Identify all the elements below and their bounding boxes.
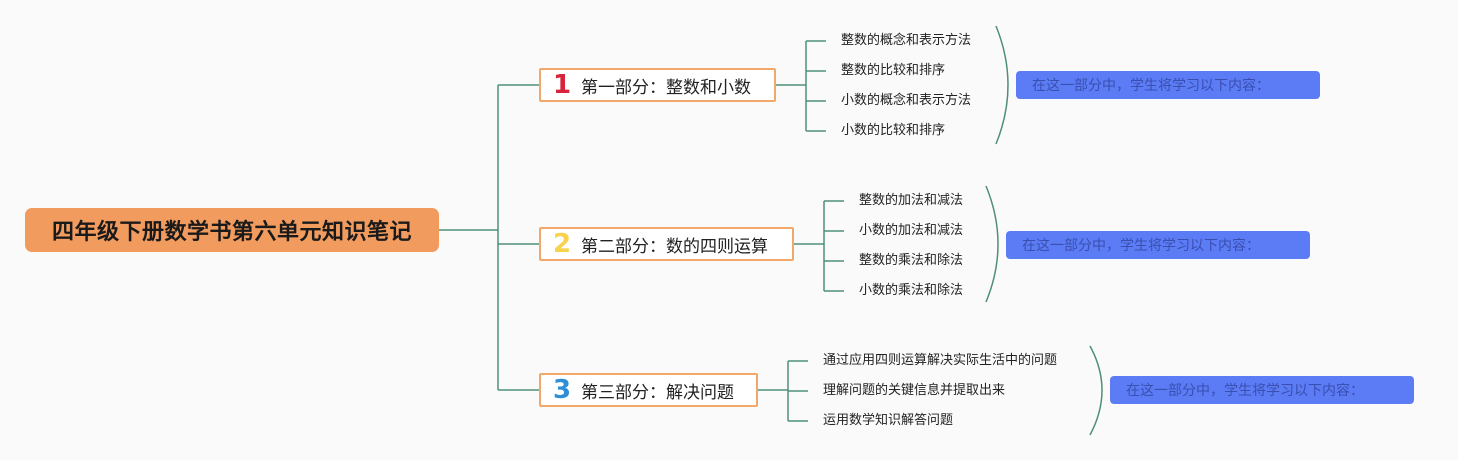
branch-2-leaf-3[interactable]: 整数的乘法和除法 <box>859 253 964 268</box>
root-title: 四年级下册数学书第六单元知识笔记 <box>51 220 412 245</box>
branch-1-summary[interactable]: 在这一部分中，学生将学习以下内容： <box>1016 71 1320 99</box>
branch-3-topic[interactable]: 3 第三部分：解决问题 <box>539 373 758 407</box>
branch-2-summary-text: 在这一部分中，学生将学习以下内容： <box>1022 238 1260 254</box>
root-topic[interactable]: 四年级下册数学书第六单元知识笔记 <box>25 208 439 252</box>
branch-3-title: 第三部分：解决问题 <box>581 382 734 403</box>
branch-3-leaf-3[interactable]: 运用数学知识解答问题 <box>823 413 954 428</box>
branch-2-title: 第二部分：数的四则运算 <box>581 236 768 257</box>
branch-3-summary[interactable]: 在这一部分中，学生将学习以下内容： <box>1110 376 1414 404</box>
number-3-icon: 3 <box>552 375 572 405</box>
branch-2-leaf-2[interactable]: 小数的加法和减法 <box>859 223 964 238</box>
branch-1-leaf-1[interactable]: 整数的概念和表示方法 <box>841 33 972 48</box>
branch-1-leaf-3[interactable]: 小数的概念和表示方法 <box>841 93 972 108</box>
number-2-icon: 2 <box>552 229 572 259</box>
branch-3-leaf-2[interactable]: 理解问题的关键信息并提取出来 <box>823 383 1006 398</box>
branch-1-summary-text: 在这一部分中，学生将学习以下内容： <box>1032 78 1270 94</box>
branch-1-leaf-2[interactable]: 整数的比较和排序 <box>841 63 946 78</box>
branch-1-topic[interactable]: 1 第一部分：整数和小数 <box>539 68 776 102</box>
branch-3-summary-text: 在这一部分中，学生将学习以下内容： <box>1126 383 1364 399</box>
number-1-icon: 1 <box>552 70 572 100</box>
branch-2-leaf-1[interactable]: 整数的加法和减法 <box>859 193 964 208</box>
branch-2-topic[interactable]: 2 第二部分：数的四则运算 <box>539 227 794 261</box>
branch-3-leaf-1[interactable]: 通过应用四则运算解决实际生活中的问题 <box>823 353 1058 368</box>
branch-2-leaf-4[interactable]: 小数的乘法和除法 <box>859 283 964 298</box>
branch-1-title: 第一部分：整数和小数 <box>581 77 751 98</box>
branch-1-leaf-4[interactable]: 小数的比较和排序 <box>841 123 946 138</box>
branch-2-summary[interactable]: 在这一部分中，学生将学习以下内容： <box>1006 231 1310 259</box>
